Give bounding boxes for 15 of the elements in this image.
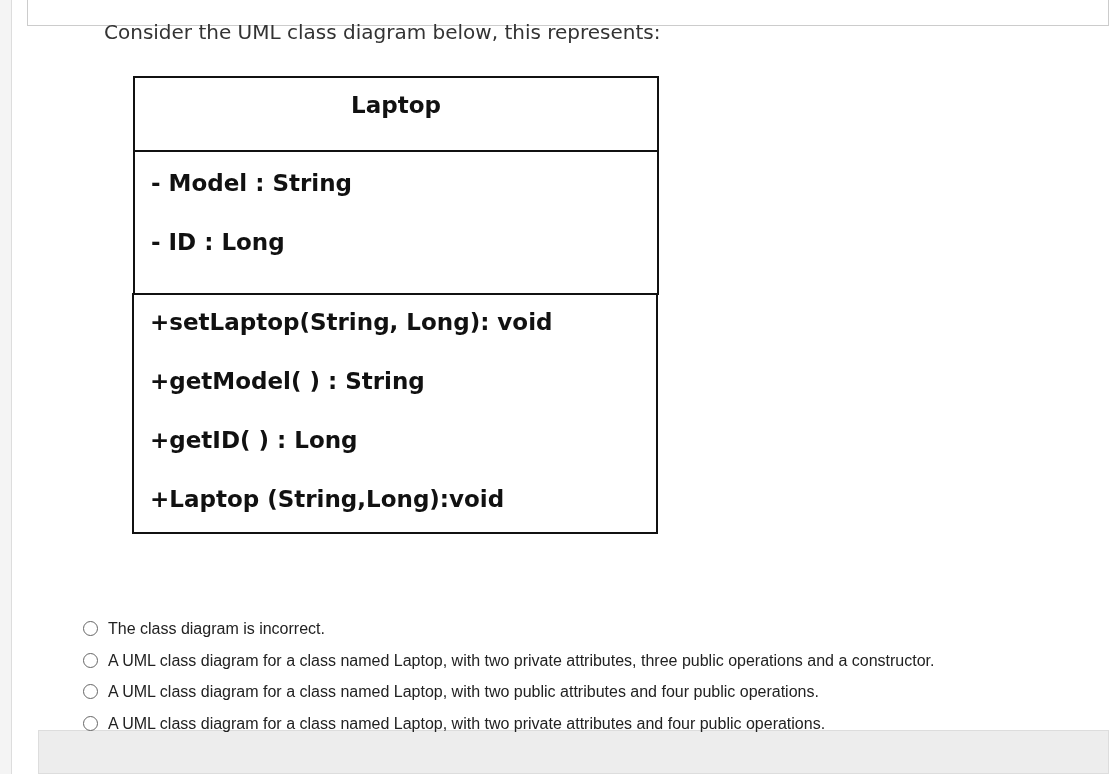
operation-text: +setLaptop(String, Long): void (150, 309, 553, 335)
class-compartment (132, 293, 658, 534)
attribute-text: - ID : Long (151, 229, 285, 255)
class-name-compartment (133, 76, 659, 152)
class-compartment (133, 150, 659, 295)
operation-text: +getID( ) : Long (150, 427, 358, 453)
attribute-text: - Model : String (151, 170, 353, 196)
operation-text: +getModel( ) : String (150, 368, 425, 394)
option-text: The class diagram is incorrect. (108, 620, 325, 638)
class-name: Laptop (350, 92, 442, 118)
option-text: A UML class diagram for a class named Laptop, with two private attributes and four public operations. (108, 714, 826, 733)
operation-text: +Laptop (String,Long):void (150, 486, 505, 512)
option-text: A UML class diagram for a class named Laptop, with two public attributes and four public operations. (108, 683, 819, 701)
question-text: Consider the UML class diagram below, this represents: (104, 20, 661, 44)
option-text: A UML class diagram for a class named Laptop, with two private attributes, three public operations and a constructor. (108, 651, 935, 670)
